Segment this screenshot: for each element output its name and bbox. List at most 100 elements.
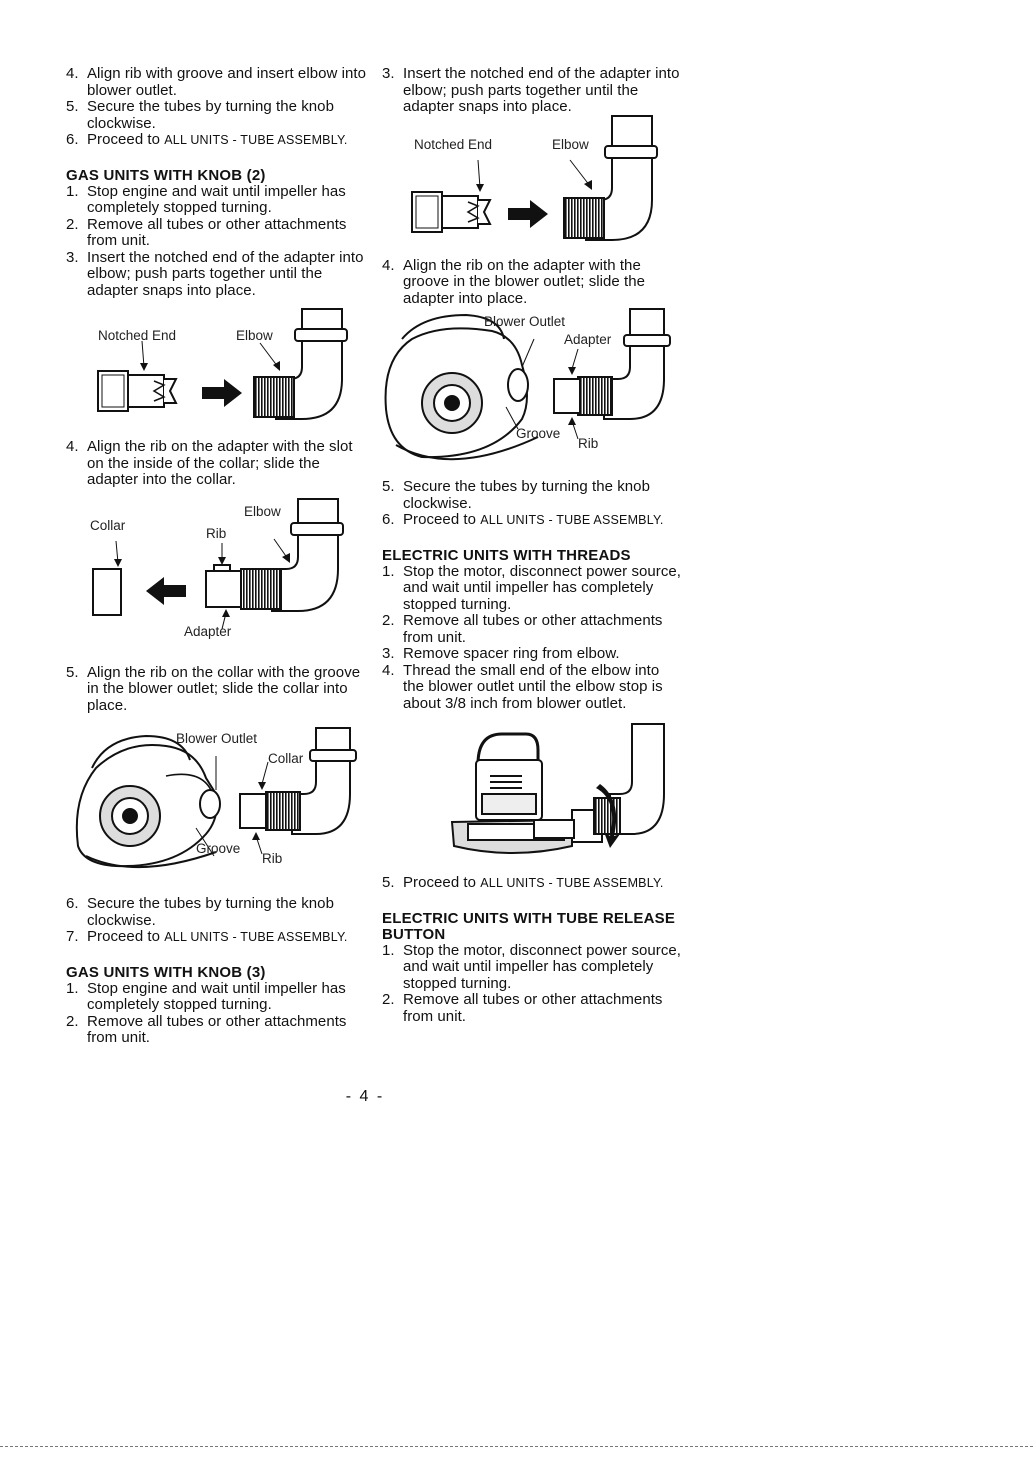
- adapter-part: [97, 370, 178, 412]
- step-item: 2.Remove all tubes or other attachments …: [66, 1012, 366, 1047]
- step-item: 4.Align the rib on the adapter with the …: [66, 438, 366, 489]
- step-list: 1.Stop engine and wait until impeller ha…: [66, 182, 366, 300]
- step-item: 3. Insert the notched end of the adapter …: [382, 65, 682, 116]
- step-item: 1. Stop the motor, disconnect power sourc…: [382, 941, 682, 993]
- step-list: 6. Secure the tubes by turning the knob c…: [66, 895, 366, 946]
- blower-adapter-drawing: [384, 308, 671, 461]
- step-item: 6. Proceed to ALL UNITS - TUBE ASSEMBLY.: [66, 131, 366, 149]
- section-heading: ELECTRIC UNITS WITH TUBE RELEASE BUTTON: [382, 909, 676, 943]
- step-list: 5. Secure the tubes by turning the knob c…: [382, 478, 682, 529]
- elbow-part: [253, 308, 348, 420]
- step-text: Remove all tubes or other attachments fr…: [403, 991, 663, 1025]
- step-number: 4.: [382, 661, 395, 679]
- step-number: 2.: [66, 215, 79, 233]
- step-number: 2.: [382, 991, 395, 1008]
- step-number: 2.: [382, 612, 395, 629]
- step-number: 4.: [66, 438, 79, 455]
- step-number: 4.: [382, 256, 395, 274]
- step-list: 3. Insert the notched end of the adapter …: [382, 65, 682, 116]
- step-text: Proceed to: [87, 928, 165, 945]
- step-text: Align the rib on the adapter with the gr…: [403, 256, 646, 307]
- section-reference: ALL UNITS - TUBE ASSEMBLY.: [164, 133, 348, 147]
- right-column: 3. Insert the notched end of the adapter …: [382, 65, 682, 1026]
- label-groove: Groove: [516, 426, 561, 441]
- step-number: 1.: [382, 941, 395, 959]
- step-item: 5. Proceed to ALL UNITS - TUBE ASSEMBLY.: [382, 874, 682, 892]
- rotate-arrow-icon: [596, 784, 620, 848]
- step-list: 4.Align rib with groove and insert elbow…: [66, 65, 366, 149]
- step-text: Proceed to: [403, 874, 481, 891]
- step-item: 4.Thread the small end of the elbow into…: [382, 661, 682, 713]
- blower-adapter-figure: Blower Outlet Adapter Groove Rib: [382, 308, 682, 479]
- label-blower-outlet: Blower Outlet: [484, 314, 566, 329]
- step-item: 2. Remove all tubes or other attachments …: [382, 991, 682, 1025]
- label-notched-end: Notched End: [98, 328, 177, 343]
- step-number: 5.: [66, 663, 79, 681]
- step-number: 3.: [382, 65, 395, 82]
- section-heading: GAS UNITS WITH KNOB (3): [66, 963, 266, 981]
- blower-collar-drawing: [75, 727, 357, 868]
- collar-elbow-part: [239, 727, 357, 835]
- step-list: 1.Stop engine and wait until impeller ha…: [66, 979, 366, 1047]
- threaded-elbow-part: [593, 723, 665, 835]
- step-item: 1.Stop engine and wait until impeller ha…: [66, 182, 366, 217]
- step-text: Remove spacer ring from elbow.: [403, 645, 620, 662]
- adapter-elbow-part: [205, 497, 344, 612]
- step-number: 3.: [382, 645, 395, 662]
- step-number: 5.: [382, 874, 395, 891]
- step-item: 2.Remove all tubes or other attachments …: [382, 612, 682, 646]
- electric-blower-figure: [382, 723, 682, 860]
- step-list: 4. Align the rib on the adapter with the …: [382, 256, 682, 308]
- step-number: 1.: [66, 182, 79, 200]
- adapter-part: [411, 190, 492, 233]
- label-collar: Collar: [268, 751, 304, 766]
- step-item: 6.Proceed to ALL UNITS - TUBE ASSEMBLY.: [382, 511, 682, 529]
- step-number: 1.: [66, 979, 79, 997]
- section-reference: ALL UNITS - TUBE ASSEMBLY.: [480, 876, 664, 890]
- step-number: 6.: [66, 131, 79, 148]
- collar-adapter-drawing: [92, 497, 344, 629]
- step-number: 1.: [382, 562, 395, 580]
- section-heading: GAS UNITS WITH KNOB (2): [66, 166, 266, 184]
- step-text: Secure the tubes by turning the knob clo…: [87, 98, 334, 132]
- adapter-elbow-figure: Notched End Elbow: [382, 114, 682, 248]
- step-list: 4.Align the rib on the adapter with the …: [66, 438, 366, 489]
- adapter-elbow-part: [553, 308, 671, 420]
- arrow-right-icon: [508, 199, 548, 228]
- electric-blower-icon: [450, 732, 603, 854]
- step-item: 3.Insert the notched end of the adapter …: [66, 248, 366, 300]
- step-text: Insert the notched end of the adapter in…: [403, 65, 680, 115]
- step-text: Secure the tubes by turning the knob clo…: [87, 895, 334, 929]
- label-elbow: Elbow: [244, 503, 281, 519]
- collar-adapter-figure: Collar Rib Elbow Adapter: [66, 497, 366, 649]
- electric-blower-drawing: [450, 723, 665, 854]
- adapter-elbow-drawing: [97, 308, 348, 420]
- step-list: 1. Stop the motor, disconnect power sourc…: [382, 941, 682, 1026]
- label-adapter: Adapter: [564, 332, 612, 347]
- label-adapter: Adapter: [184, 623, 232, 639]
- step-list: 5. Align the rib on the collar with the g…: [66, 663, 366, 715]
- step-item: 4.Align rib with groove and insert elbow…: [66, 65, 366, 99]
- arrow-left-icon: [146, 576, 186, 605]
- step-text: Remove all tubes or other attachments fr…: [87, 215, 347, 249]
- section-reference: ALL UNITS - TUBE ASSEMBLY.: [480, 513, 664, 527]
- step-number: 5.: [382, 478, 395, 495]
- label-elbow: Elbow: [552, 136, 589, 152]
- step-text: Align the rib on the collar with the gro…: [87, 663, 361, 714]
- step-text: Remove all tubes or other attachments fr…: [87, 1012, 347, 1046]
- adapter-elbow-figure: Notched End Elbow: [66, 308, 366, 429]
- step-item: 5. Secure the tubes by turning the knob c…: [382, 478, 682, 512]
- label-rib: Rib: [578, 436, 599, 451]
- step-list: 5. Proceed to ALL UNITS - TUBE ASSEMBLY.: [382, 874, 682, 892]
- elbow-part: [563, 114, 658, 241]
- step-number: 6.: [66, 895, 79, 912]
- adapter-elbow-drawing: [411, 114, 658, 241]
- step-item: 5.Secure the tubes by turning the knob c…: [66, 98, 366, 132]
- step-text: Secure the tubes by turning the knob clo…: [403, 478, 650, 512]
- step-text: Stop the motor, disconnect power source,…: [403, 941, 681, 992]
- step-item: 7.Proceed to ALL UNITS - TUBE ASSEMBLY.: [66, 928, 366, 946]
- step-text: Proceed to: [87, 131, 165, 148]
- step-list: 1.Stop the motor, disconnect power sourc…: [382, 562, 682, 713]
- step-number: 3.: [66, 248, 79, 266]
